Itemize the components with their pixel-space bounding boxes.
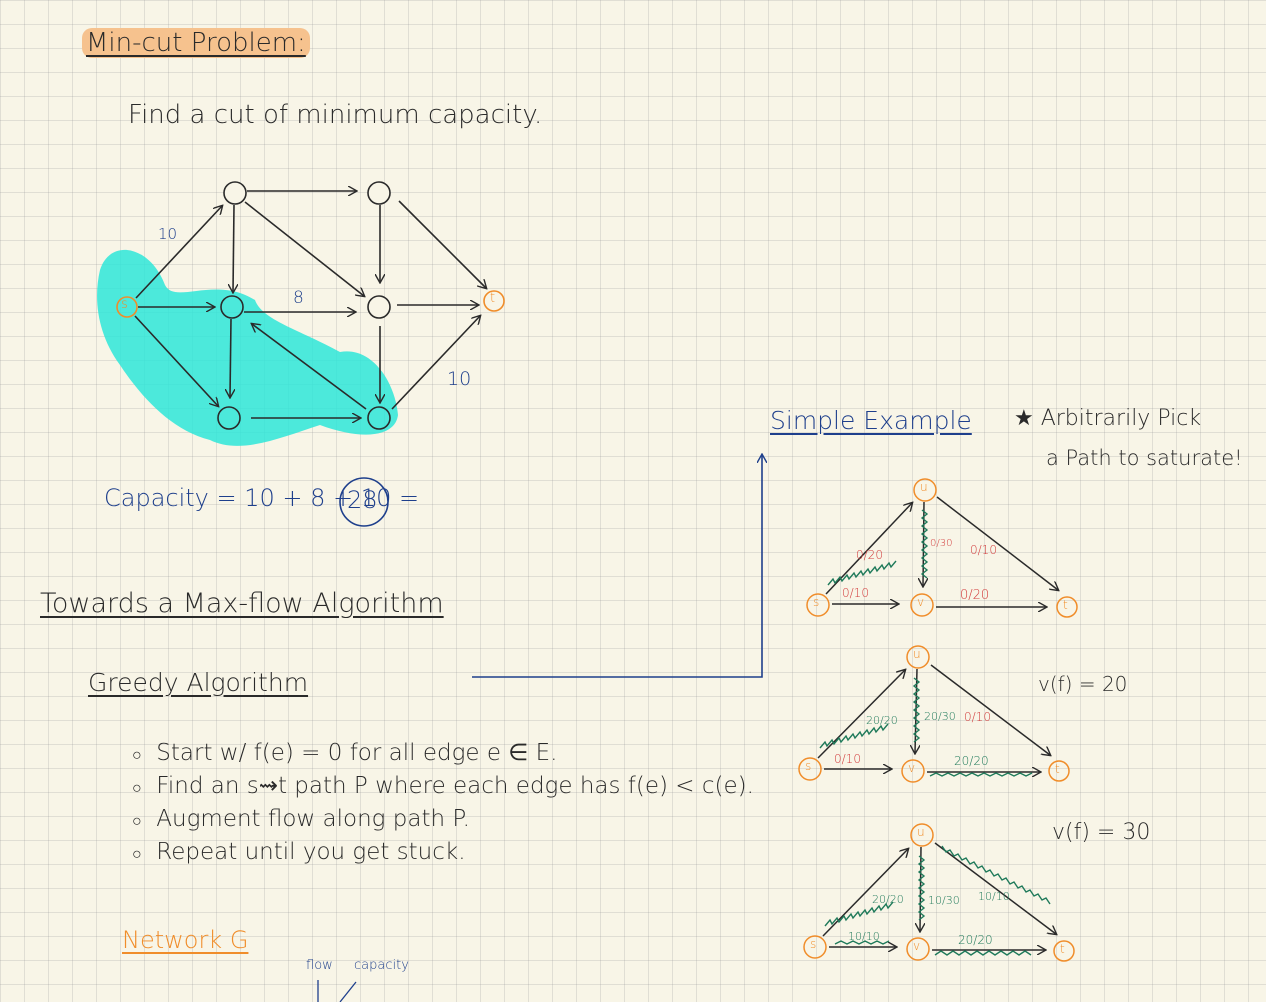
example-note-line2: a Path to saturate! — [1046, 446, 1243, 470]
node-sink-label: t — [490, 291, 496, 306]
example-note-line1: ★ Arbitrarily Pick — [1014, 406, 1202, 431]
capacity-result-circle — [339, 477, 389, 527]
towards-heading: Towards a Max-flow Algorithm — [40, 588, 444, 619]
greedy-step: ○ Repeat until you get stuck. — [132, 839, 466, 865]
d2-edge-sv: 0/10 — [834, 752, 861, 766]
capacity-equation: Capacity = 10 + 8 + 10 = — [104, 484, 420, 512]
graph-node-top-left — [223, 181, 247, 205]
d3-node-t: t — [1060, 942, 1065, 956]
greedy-step: ○ Start w/ f(e) = 0 for all edge e ∈ E. — [132, 740, 558, 766]
d3-edge-uv: 10/30 — [928, 894, 960, 907]
d3-node-s: s — [810, 937, 817, 951]
example-diagram-1 — [806, 478, 1078, 618]
example-diagram-2 — [798, 645, 1070, 783]
d1-node-v: v — [917, 595, 925, 609]
flow-value-2: v(f) = 30 — [1052, 820, 1151, 845]
greedy-steps: ○ Start w/ f(e) = 0 for all edge e ∈ E. … — [132, 740, 754, 865]
node-source-label: s — [121, 297, 128, 312]
flow-value-1: v(f) = 20 — [1038, 672, 1128, 696]
graph-node-bottom-right — [367, 406, 391, 430]
graph-node-top-right — [367, 181, 391, 205]
capacity-label: capacity — [354, 958, 409, 973]
d2-edge-uv: 20/30 — [924, 710, 956, 723]
d1-edge-ut: 0/10 — [970, 543, 997, 557]
connector-arrow — [472, 455, 762, 678]
example-title: Simple Example — [770, 406, 972, 435]
mincut-subtitle: Find a cut of minimum capacity. — [128, 100, 543, 130]
d2-node-s: s — [805, 759, 812, 773]
d3-edge-sv: 10/10 — [848, 930, 880, 943]
network-label: Network G — [122, 926, 249, 954]
d1-node-s: s — [813, 595, 820, 609]
edge-label-2: 8 — [293, 288, 304, 308]
greedy-step: ○ Augment flow along path P. — [132, 806, 470, 832]
graph-node-source — [116, 296, 138, 318]
d3-edge-ut: 10/10 — [978, 890, 1010, 903]
capacity-result: 28 — [347, 486, 378, 514]
d2-edge-ut: 0/10 — [964, 710, 991, 724]
d2-node-v: v — [908, 761, 916, 775]
cut-highlight — [97, 249, 398, 446]
mincut-graph — [116, 181, 505, 430]
d3-edge-vt: 20/20 — [958, 933, 993, 947]
edge-label-1: 10 — [158, 225, 178, 243]
d3-node-u: u — [917, 825, 925, 839]
d1-edge-su: 0/20 — [856, 548, 883, 562]
d1-edge-uv: 0/30 — [930, 538, 953, 549]
greedy-title: Greedy Algorithm — [88, 668, 309, 697]
network-pointers — [317, 980, 357, 1002]
d1-edge-sv: 0/10 — [842, 586, 869, 600]
d1-node-u: u — [920, 480, 928, 494]
flow-label: flow — [306, 958, 333, 973]
d1-node-t: t — [1063, 598, 1068, 612]
graph-node-bottom-left — [217, 406, 241, 430]
d2-node-t: t — [1055, 762, 1060, 776]
graph-node-mid-right — [367, 295, 391, 319]
greedy-step: ○ Find an s⇝t path P where each edge has… — [132, 773, 754, 799]
edge-label-3: 10 — [447, 368, 472, 390]
d3-node-v: v — [913, 939, 921, 953]
d1-edge-vt: 0/20 — [960, 588, 990, 603]
graph-node-sink — [483, 290, 505, 312]
d2-edge-su: 20/20 — [866, 714, 898, 727]
example-diagram-3 — [803, 823, 1075, 962]
d2-edge-vt: 20/20 — [954, 754, 989, 768]
d2-node-u: u — [913, 647, 921, 661]
mincut-title: Min-cut Problem: — [82, 28, 310, 58]
graph-node-mid-left — [220, 295, 244, 319]
d3-edge-su: 20/20 — [872, 893, 904, 906]
